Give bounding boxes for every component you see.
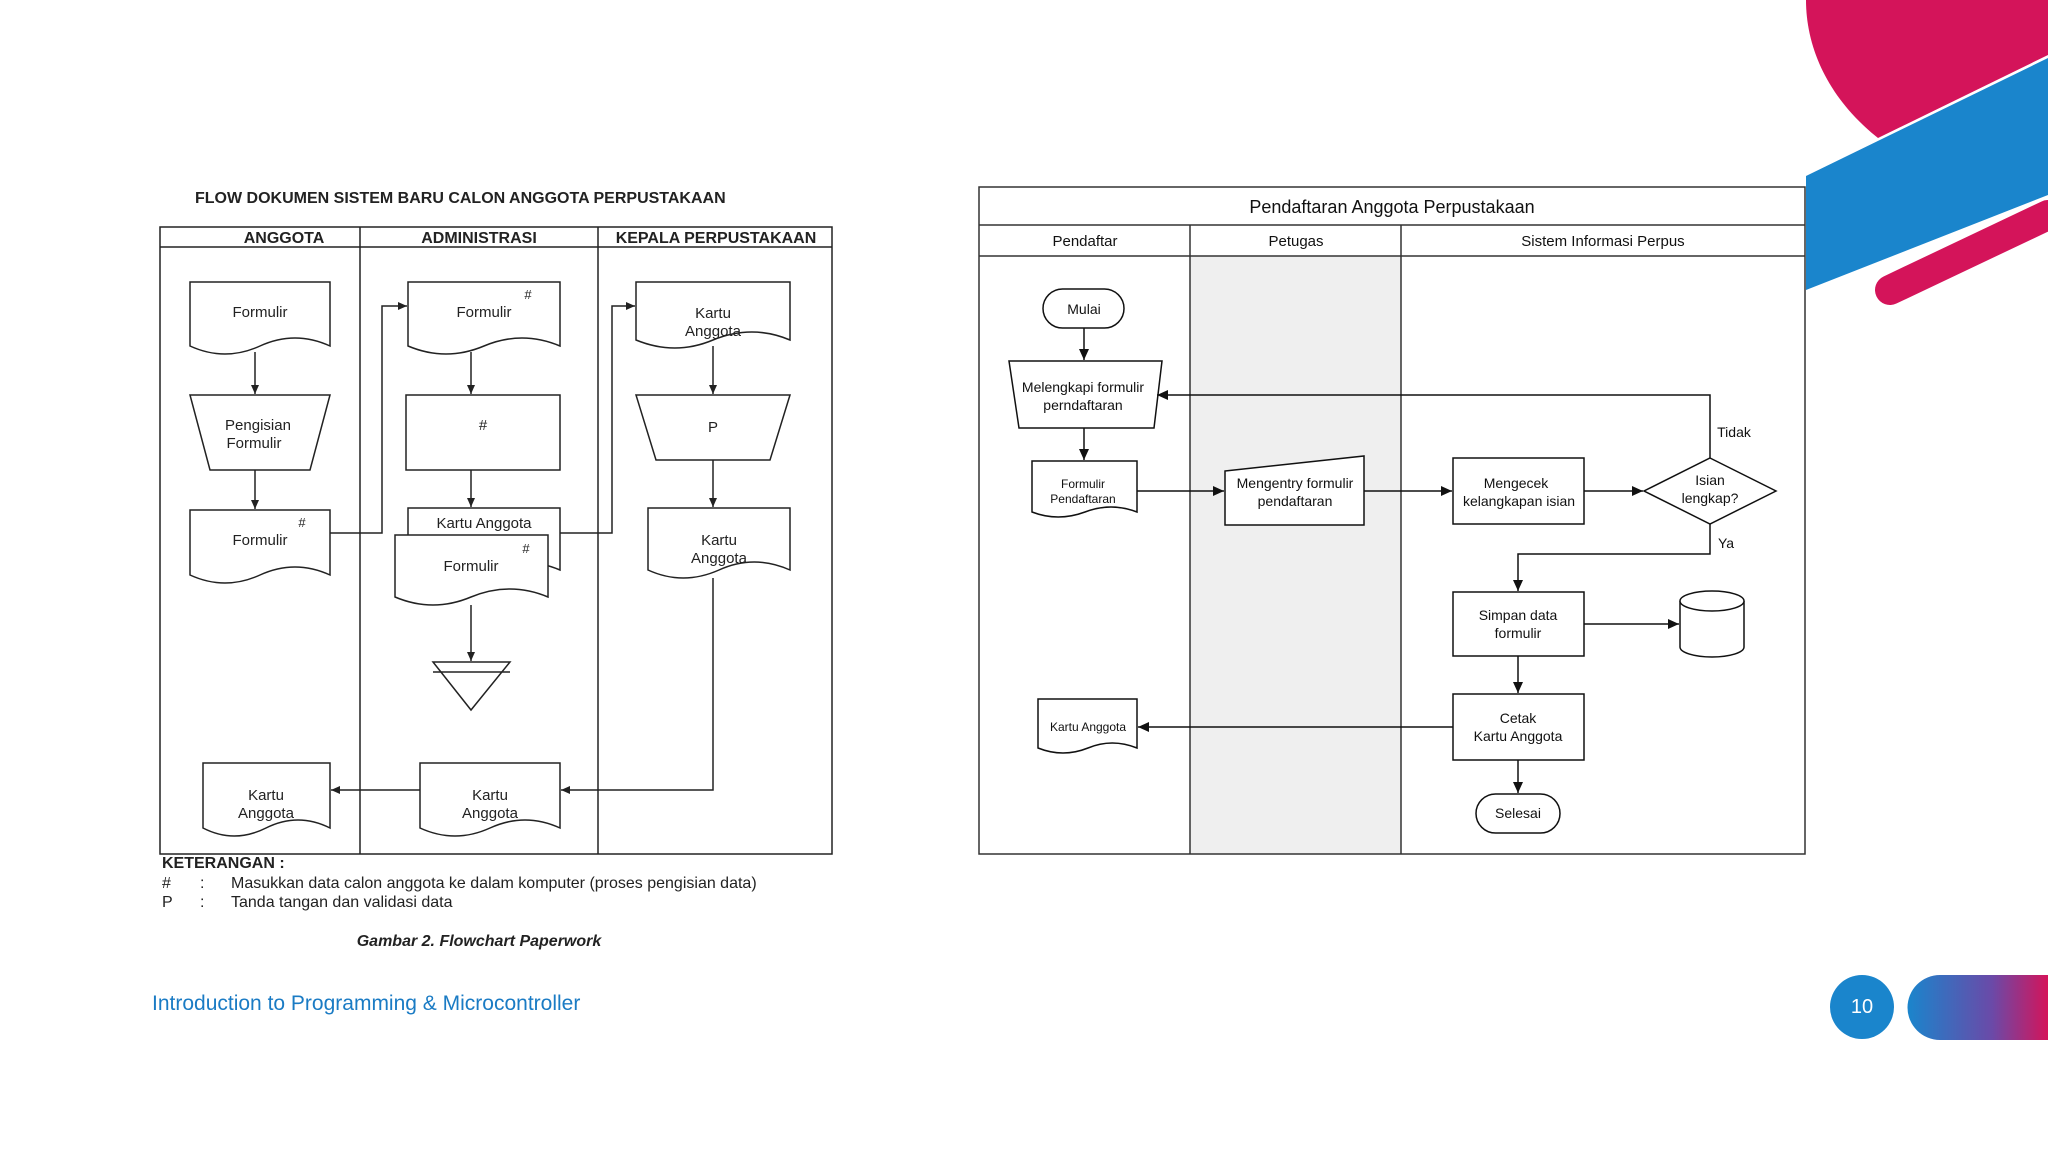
kartu-label-2: Anggota: [238, 805, 295, 822]
selesai-terminator: [1475, 793, 1561, 834]
mengecek-label: Mengecek: [1484, 475, 1550, 491]
formulir-document-shape: [394, 534, 549, 606]
formulir-label: Formulir: [444, 558, 499, 575]
legend-symbol: P: [162, 894, 173, 911]
kartu-document-shape: [635, 281, 791, 349]
formulir-label: Formulir: [233, 532, 288, 549]
right-title: Pendaftaran Anggota Perpustakaan: [1249, 197, 1534, 217]
cetak-label-2: Kartu Anggota: [1474, 728, 1563, 744]
formulir-document-shape: [189, 509, 331, 584]
kartu-document: [1037, 698, 1138, 754]
kartu-label-2: Anggota: [462, 805, 519, 822]
pengisian-label-2: Formulir: [227, 435, 282, 452]
page-number-badge: 10: [1830, 975, 1894, 1039]
melengkapi-label-2: perndaftaran: [1043, 397, 1122, 413]
kartu-document-shape: [202, 762, 331, 837]
kartu-label: Kartu: [695, 305, 731, 322]
simpan-label: Simpan data: [1479, 607, 1558, 623]
legend-separator: :: [200, 894, 204, 911]
cetak-label: Cetak: [1500, 710, 1538, 726]
blue-band-shape: [1806, 58, 2048, 290]
legend-symbol: #: [162, 875, 171, 892]
lane-administrasi: ADMINISTRASI: [421, 230, 537, 247]
formulir-label: Formulir: [233, 304, 288, 321]
selesai-label: Selesai: [1495, 805, 1541, 821]
tidak-label: Tidak: [1717, 424, 1752, 440]
formulir-document: [1031, 460, 1138, 518]
legend-separator: :: [200, 875, 204, 892]
petugas-lane-shade: [1190, 256, 1401, 854]
course-footer: Introduction to Programming & Microcontr…: [152, 992, 581, 1015]
kartu-label-2: Anggota: [685, 323, 742, 340]
proses-p-manual-op-shape: [634, 394, 792, 461]
proses-hash-shape: [405, 394, 561, 471]
gradient-pill-shape: [1907, 975, 2048, 1040]
lane-sistem: Sistem Informasi Perpus: [1521, 233, 1684, 250]
left-title: FLOW DOKUMEN SISTEM BARU CALON ANGGOTA P…: [195, 190, 726, 207]
kartu-label: Kartu: [248, 787, 284, 804]
kartu-label: Kartu Anggota: [1050, 720, 1126, 734]
kartu-label: Kartu: [701, 532, 737, 549]
isian-label: Isian: [1695, 472, 1725, 488]
melengkapi-manual-op: [1008, 360, 1163, 429]
formulir-document-shape: [189, 281, 331, 355]
formulir-label: Formulir: [457, 304, 512, 321]
database-top: [1679, 590, 1745, 612]
magenta-stripe-shape: [1875, 200, 2048, 305]
mengecek-label-2: kelangkapan isian: [1463, 493, 1575, 509]
kartu-label: Kartu: [472, 787, 508, 804]
archive-triangle-shape: [431, 661, 512, 712]
mulai-label: Mulai: [1067, 301, 1100, 317]
proses-hash-label: #: [479, 417, 488, 434]
formulir-document-shape: [407, 281, 561, 355]
kartu-document-shape: [419, 762, 561, 837]
legend-text: Tanda tangan dan validasi data: [231, 894, 453, 911]
hash-mark: #: [522, 541, 530, 556]
cetak-process: [1452, 693, 1585, 761]
mengentry-label-2: pendaftaran: [1258, 493, 1333, 509]
kartu-document-shape: [647, 507, 791, 579]
hash-mark: #: [524, 287, 532, 302]
simpan-label-2: formulir: [1495, 625, 1542, 641]
lane-anggota: ANGGOTA: [244, 230, 325, 247]
hash-mark: #: [298, 515, 306, 530]
formulir-label-2: Pendaftaran: [1050, 492, 1115, 506]
lane-petugas: Petugas: [1268, 233, 1323, 250]
database-cylinder: [1679, 601, 1745, 658]
pengisian-manual-op-shape: [189, 394, 331, 471]
melengkapi-label: Melengkapi formulir: [1022, 379, 1144, 395]
kartu-label-2: Anggota: [691, 550, 748, 567]
kartu-label: Kartu Anggota: [436, 515, 532, 532]
lane-pendaftar: Pendaftar: [1052, 233, 1117, 250]
simpan-process: [1452, 591, 1585, 657]
mengentry-manual-input: [1224, 455, 1365, 526]
lane-kepala: KEPALA PERPUSTAKAAN: [616, 230, 817, 247]
figure-caption: Gambar 2. Flowchart Paperwork: [357, 933, 603, 950]
mengecek-process: [1452, 457, 1585, 525]
pengisian-label: Pengisian: [225, 417, 291, 434]
legend-text: Masukkan data calon anggota ke dalam kom…: [231, 875, 757, 892]
ya-label: Ya: [1718, 535, 1734, 551]
mengentry-label: Mengentry formulir: [1237, 475, 1354, 491]
isian-label-2: lengkap?: [1682, 490, 1739, 506]
magenta-arc-shape: [1806, 0, 2048, 138]
proses-p-label: P: [708, 419, 718, 436]
legend-title: KETERANGAN :: [162, 855, 285, 872]
formulir-label: Formulir: [1061, 477, 1105, 491]
